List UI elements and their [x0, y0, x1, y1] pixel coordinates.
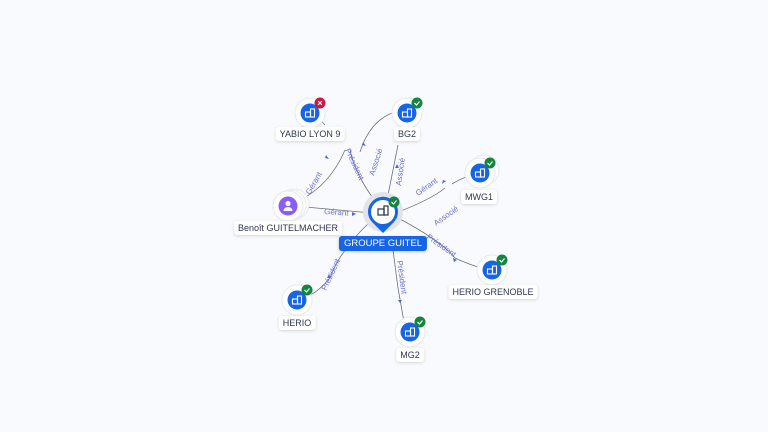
node-herio[interactable] — [281, 284, 313, 316]
edge-label: Président — [395, 260, 409, 295]
edge-label: Gérant — [304, 170, 324, 196]
check-badge-icon — [484, 157, 496, 169]
node-bg2[interactable] — [391, 97, 423, 129]
building-icon — [291, 295, 303, 305]
edge-label: Associé — [367, 147, 384, 177]
edge-label: Président — [425, 232, 458, 259]
node-label-mwg1[interactable]: MWG1 — [461, 190, 497, 204]
building-icon — [474, 168, 486, 178]
node-label-benoit[interactable]: Benoît GUITELMACHER — [233, 221, 343, 235]
edge-arrows — [325, 142, 457, 303]
node-yabio-lyon-9[interactable] — [294, 97, 326, 129]
node-beno-t-guitelmacher[interactable] — [272, 188, 310, 222]
center-node-label[interactable]: GROUPE GUITEL — [338, 236, 428, 251]
node-label-mg2[interactable]: MG2 — [396, 348, 424, 362]
check-badge-icon — [301, 284, 313, 296]
building-icon — [486, 265, 498, 275]
edge-label: Associé — [432, 204, 461, 228]
building-icon — [304, 108, 316, 118]
check-badge-icon — [411, 97, 423, 109]
edge-benoit-groupe — [304, 206, 373, 214]
node-mwg1[interactable] — [464, 154, 500, 189]
node-herio-grenoble[interactable] — [476, 254, 508, 286]
edge-label: Gérant — [324, 207, 350, 218]
person-icon — [283, 200, 293, 211]
edge-groupe-bg2 — [359, 111, 399, 201]
building-icon — [377, 205, 389, 216]
check-badge-icon — [388, 196, 400, 208]
edge-label: Associé — [394, 157, 407, 187]
edge-label: Président — [320, 257, 343, 292]
center-node[interactable] — [363, 192, 403, 233]
node-label-yabio[interactable]: YABIO LYON 9 — [275, 127, 345, 141]
building-icon — [404, 327, 416, 337]
node-label-herio[interactable]: HERIO — [278, 316, 316, 330]
edge-label: Président — [343, 147, 366, 182]
edge-groupe-mg2 — [392, 249, 405, 323]
check-badge-icon — [414, 316, 426, 328]
building-icon — [401, 108, 413, 118]
node-mg2[interactable] — [394, 316, 426, 348]
edge-groupe-herio-grenoble — [397, 217, 483, 269]
node-label-bg2[interactable]: BG2 — [393, 127, 421, 141]
check-badge-icon — [496, 254, 508, 266]
node-label-herio-grenoble[interactable]: HERIO GRENOBLE — [448, 285, 538, 299]
